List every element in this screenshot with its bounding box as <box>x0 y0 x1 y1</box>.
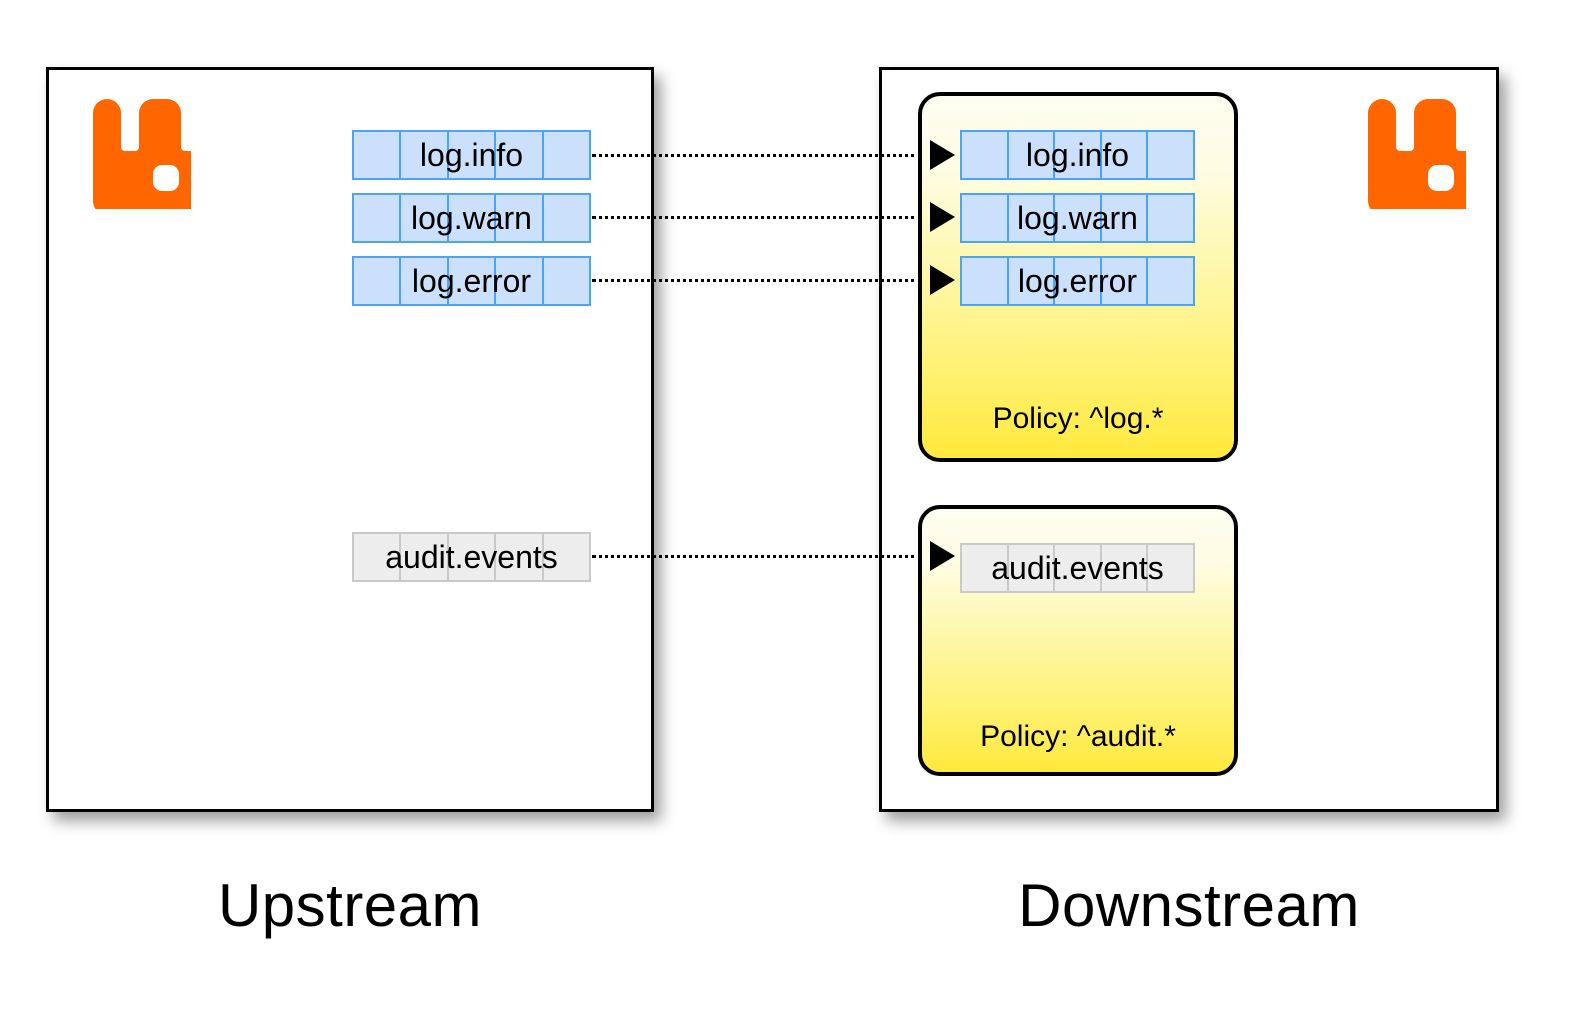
queue-cell <box>1006 543 1056 593</box>
rabbitmq-logo-icon <box>93 99 191 209</box>
queue-log-error-downstream[interactable]: log.error <box>960 256 1195 306</box>
queue-cell <box>399 532 449 582</box>
queue-cell <box>446 532 497 582</box>
queue-cell <box>446 256 497 306</box>
queue-cell <box>960 130 1009 180</box>
queue-cell <box>1099 256 1149 306</box>
queue-cell <box>541 193 592 243</box>
queue-cell <box>1146 543 1195 593</box>
queue-cell <box>352 532 402 582</box>
arrow-right-icon <box>930 541 955 571</box>
queue-cell <box>1006 256 1056 306</box>
rabbitmq-logo-icon <box>1368 99 1466 209</box>
arrow-right-icon <box>930 265 955 295</box>
queue-cell <box>446 193 497 243</box>
queue-cell <box>494 193 544 243</box>
queue-cell <box>541 130 592 180</box>
connector-log-error <box>592 279 922 282</box>
arrow-right-icon <box>930 202 955 232</box>
queue-cell <box>960 543 1009 593</box>
queue-cell <box>1053 130 1102 180</box>
queue-cell <box>960 193 1009 243</box>
downstream-broker-panel: log.info log.warn log.error Policy: ^log… <box>879 67 1499 812</box>
queue-cell <box>1006 130 1056 180</box>
queue-log-info-upstream[interactable]: log.info <box>352 130 592 180</box>
queue-cell <box>399 193 449 243</box>
connector-audit-events <box>592 555 922 558</box>
policy-label-log: Policy: ^log.* <box>992 402 1164 435</box>
upstream-broker-panel: log.info log.warn log.error audit.events <box>46 67 654 812</box>
queue-cell <box>960 256 1009 306</box>
policy-label-audit: Policy: ^audit.* <box>980 720 1176 753</box>
upstream-caption: Upstream <box>217 872 483 939</box>
queue-log-warn-downstream[interactable]: log.warn <box>960 193 1195 243</box>
queue-log-error-upstream[interactable]: log.error <box>352 256 592 306</box>
queue-cell <box>1146 130 1195 180</box>
queue-cell <box>352 256 402 306</box>
queue-cell <box>399 130 449 180</box>
queue-cell <box>494 130 544 180</box>
queue-cell <box>352 130 402 180</box>
queue-cell <box>1099 543 1149 593</box>
queue-cell <box>1099 193 1149 243</box>
queue-log-warn-upstream[interactable]: log.warn <box>352 193 592 243</box>
queue-cell <box>399 256 449 306</box>
queue-cell <box>1099 130 1149 180</box>
downstream-caption: Downstream <box>1018 872 1360 939</box>
queue-cell <box>446 130 497 180</box>
arrow-right-icon <box>930 140 955 170</box>
queue-cell <box>494 256 544 306</box>
queue-cell <box>541 256 592 306</box>
queue-cell <box>1146 256 1195 306</box>
queue-cell <box>1006 193 1056 243</box>
queue-cell <box>541 532 592 582</box>
queue-cell <box>1053 193 1102 243</box>
connector-log-warn <box>592 216 922 219</box>
queue-cell <box>1053 543 1102 593</box>
queue-log-info-downstream[interactable]: log.info <box>960 130 1195 180</box>
queue-cell <box>494 532 544 582</box>
connector-log-info <box>592 154 922 157</box>
policy-group-audit[interactable]: audit.events Policy: ^audit.* <box>918 505 1238 776</box>
queue-audit-events-downstream[interactable]: audit.events <box>960 543 1195 593</box>
queue-cell <box>352 193 402 243</box>
queue-cell <box>1146 193 1195 243</box>
queue-cell <box>1053 256 1102 306</box>
queue-audit-events-upstream[interactable]: audit.events <box>352 532 592 582</box>
policy-group-log[interactable]: log.info log.warn log.error Policy: ^log… <box>918 92 1238 462</box>
